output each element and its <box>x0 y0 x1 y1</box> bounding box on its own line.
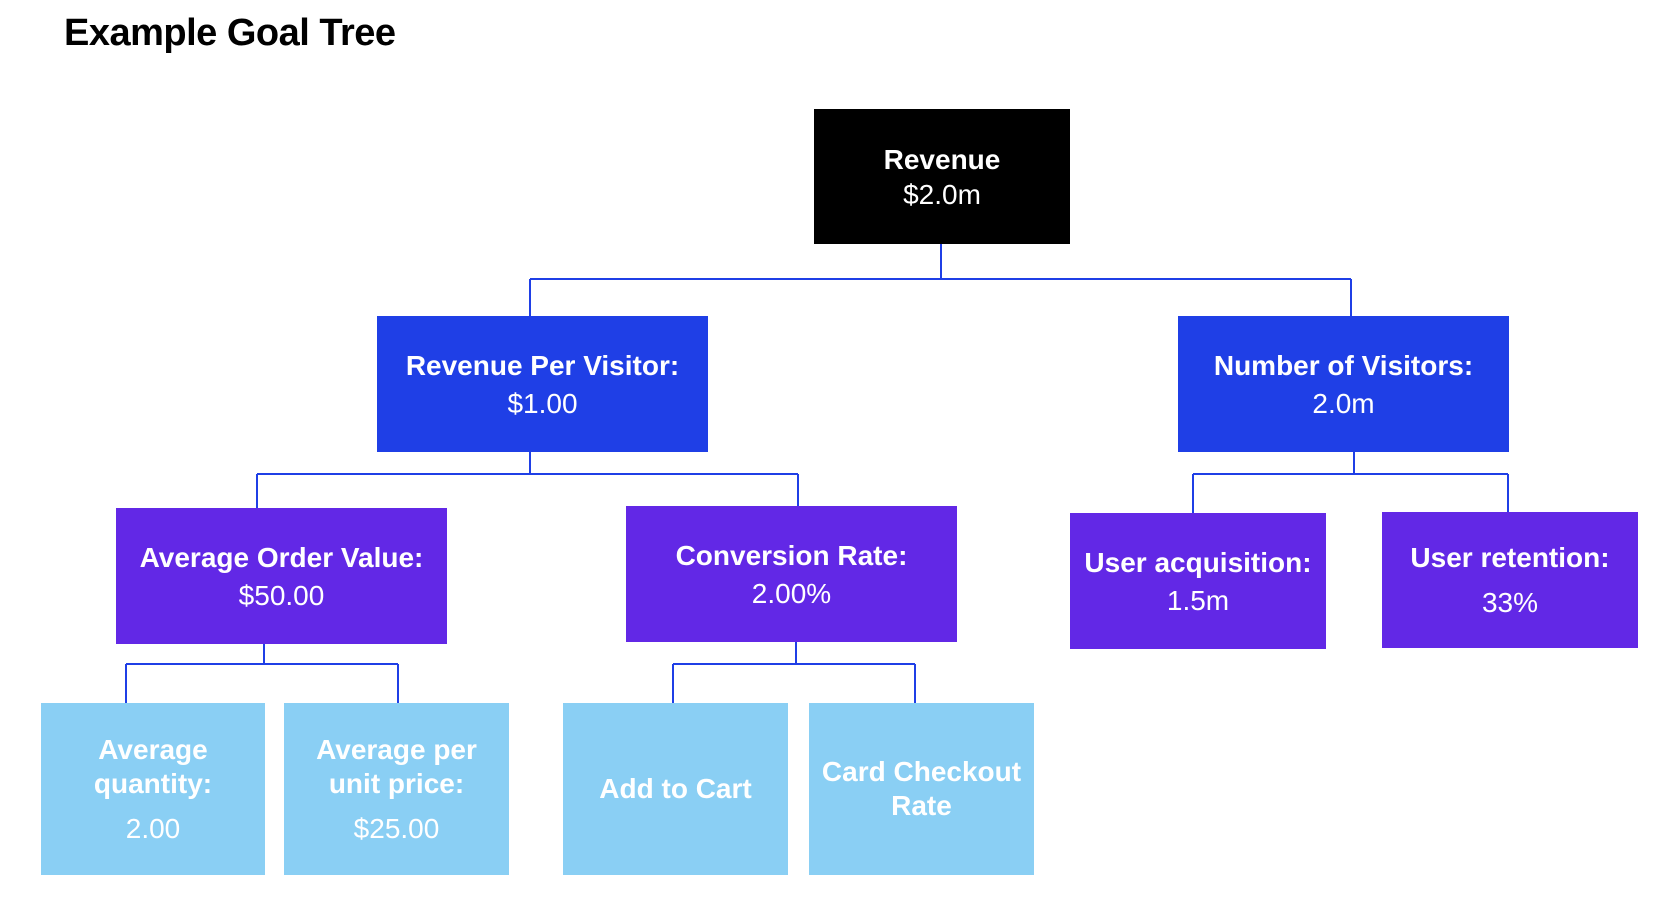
node-value: $2.0m <box>903 178 981 210</box>
node-number-of-visitors: Number of Visitors: 2.0m <box>1178 316 1509 452</box>
node-label: Revenue Per Visitor: <box>405 349 680 381</box>
page-title: Example Goal Tree <box>64 12 396 54</box>
node-user-acquisition: User acquisition: 1.5m <box>1070 513 1326 649</box>
node-average-per-unit-price: Average per unit price: $25.00 <box>284 703 509 875</box>
node-average-order-value: Average Order Value: $50.00 <box>116 508 447 644</box>
node-conversion-rate: Conversion Rate: 2.00% <box>626 506 957 642</box>
node-value: 33% <box>1481 587 1539 618</box>
node-value: $25.00 <box>353 812 440 844</box>
node-value: $50.00 <box>238 579 325 611</box>
node-label: Add to Cart <box>599 773 752 804</box>
node-user-retention: User retention: 33% <box>1382 512 1638 648</box>
node-value: 2.0m <box>1312 387 1375 419</box>
node-label: Number of Visitors: <box>1213 349 1474 381</box>
node-label: Card Checkout Rate <box>821 756 1022 821</box>
node-label: Conversion Rate: <box>675 539 908 571</box>
node-revenue-per-visitor: Revenue Per Visitor: $1.00 <box>377 316 708 452</box>
node-add-to-cart: Add to Cart <box>563 703 788 875</box>
node-value: 2.00% <box>751 577 832 609</box>
node-value: 1.5m <box>1166 584 1230 616</box>
node-label: Average quantity: <box>93 733 213 799</box>
node-value: $1.00 <box>507 387 578 419</box>
node-label: User retention: <box>1410 542 1610 573</box>
node-label: Average per unit price: <box>316 733 477 799</box>
node-revenue: Revenue $2.0m <box>814 109 1070 244</box>
node-label: Revenue <box>883 143 1001 175</box>
node-label: User acquisition: <box>1084 546 1312 578</box>
node-average-quantity: Average quantity: 2.00 <box>41 703 265 875</box>
node-card-checkout-rate: Card Checkout Rate <box>809 703 1034 875</box>
node-label: Average Order Value: <box>139 541 424 573</box>
node-value: 2.00 <box>125 812 181 844</box>
